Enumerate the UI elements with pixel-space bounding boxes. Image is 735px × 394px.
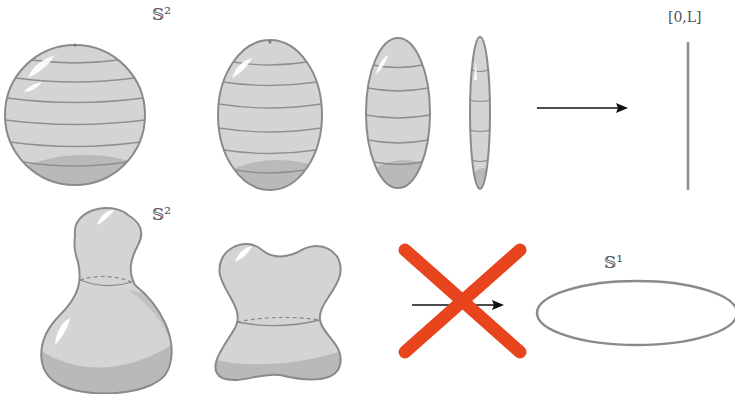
circle-curve [537,281,735,345]
shadow [30,340,190,394]
latitude-line [470,130,490,132]
space-label: 𝕊² [152,6,171,23]
latitude-line [368,88,428,91]
latitude-line [472,70,489,72]
shadow [359,160,449,232]
blob-surface [30,208,190,394]
line-segment [687,42,690,190]
arrow-shaft [537,107,618,109]
shadow [208,160,348,240]
latitude-line [472,160,488,162]
arrow-head [616,103,628,113]
space-label: 𝕊¹ [604,254,623,271]
ellipsoid-outline [218,40,322,190]
latitude-lines [5,60,145,166]
neck-curve [237,320,320,326]
blob-outline [41,208,171,393]
blob-surface [210,244,350,394]
shadow [128,290,180,345]
latitude-line [219,104,321,108]
highlight [55,318,70,345]
ellipsoid [208,40,348,240]
pole-dot [74,44,77,47]
ellipsoid-outline [470,37,490,189]
ellipsoid-body [470,37,490,189]
ellipsoid [469,37,497,212]
latitude-line [366,115,430,118]
neck-curve-hidden [80,276,132,282]
interval-label: [0,L] [668,10,702,24]
latitude-line [235,170,305,173]
highlight [376,55,388,74]
highlight [235,246,252,262]
latitude-line [368,140,428,143]
latitude-line [5,120,145,125]
cross-stroke [405,250,520,352]
latitude-line [10,142,140,147]
pole-dot [269,41,272,44]
latitude-line [223,82,317,86]
ellipsoid [359,38,449,232]
neck-curve-hidden [237,317,320,322]
latitude-line [219,128,321,132]
highlight [97,210,114,225]
neck-curve [80,280,132,286]
space-label: 𝕊² [152,206,171,223]
highlight [24,82,42,92]
shadow [210,350,350,394]
latitude-line [224,150,316,154]
arrow-head [492,300,504,310]
sphere-outline [5,45,145,185]
blob-outline [215,244,340,380]
latitude-line [374,162,422,165]
highlight [474,60,477,80]
latitude-line [470,100,490,102]
latitude-line [16,78,134,82]
ellipsoid-outline [366,38,430,188]
latitude-line [23,162,127,166]
cross-stroke [405,250,520,352]
latitude-line [7,98,143,103]
